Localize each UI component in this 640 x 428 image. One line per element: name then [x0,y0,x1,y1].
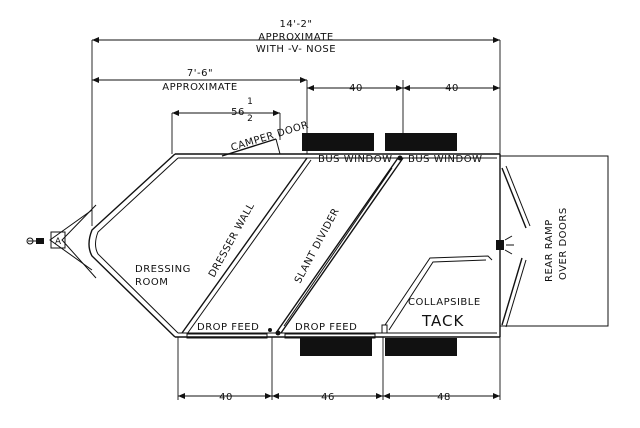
drop-feed-label-2: DROP FEED [295,322,357,333]
hitch: A [26,204,97,279]
camper-door-dimension-numerator: 1 [247,97,253,107]
wheel-bottom-left [300,338,372,356]
overall-length-note-1: APPROXIMATE [258,32,334,43]
camper-door-dimension: 56 [231,107,245,118]
dressing-room-length-note: APPROXIMATE [162,82,238,93]
bottom-dimension-middle: 46 [321,392,335,403]
fixtures [186,235,514,339]
drop-feed-label-1: DROP FEED [197,322,259,333]
bus-window-label-1: BUS WINDOW [318,154,392,165]
overall-length-value: 14'-2" [279,19,312,30]
dressing-room-label-1: DRESSING [135,264,191,275]
camper-door-dimension-denominator: 2 [247,114,253,124]
hitch-label: A [55,237,62,247]
wheel-top-left [302,133,374,151]
camper-door-label: CAMPER DOOR [230,120,311,154]
wheels [300,133,457,356]
interior-walls [181,155,404,336]
top-dimension-right: 40 [445,83,459,94]
bus-window-label-2: BUS WINDOW [408,154,482,165]
rear-ramp [500,155,609,328]
camper-door [221,138,281,157]
collapsible-tack-wall [384,255,493,331]
dressing-room-label-2: ROOM [135,277,168,288]
dressing-room-length-value: 7'-6" [187,68,213,79]
bottom-dimension-left: 40 [219,392,233,403]
overall-length-note-2: WITH -V- NOSE [256,44,336,55]
rear-ramp-label-1: REAR RAMP [544,219,555,282]
rear-ramp-label-2: OVER DOORS [558,207,569,280]
collapsible-label: COLLAPSIBLE [408,297,481,308]
tack-label: TACK [421,312,464,330]
top-dimension-left: 40 [349,83,363,94]
dimension-lines [91,37,501,400]
dresser-wall-label: DRESSER WALL [207,201,257,279]
wheel-bottom-right [385,338,457,356]
bottom-dimension-right: 48 [437,392,451,403]
wheel-top-right [385,133,457,151]
trailer-outline [88,153,501,338]
